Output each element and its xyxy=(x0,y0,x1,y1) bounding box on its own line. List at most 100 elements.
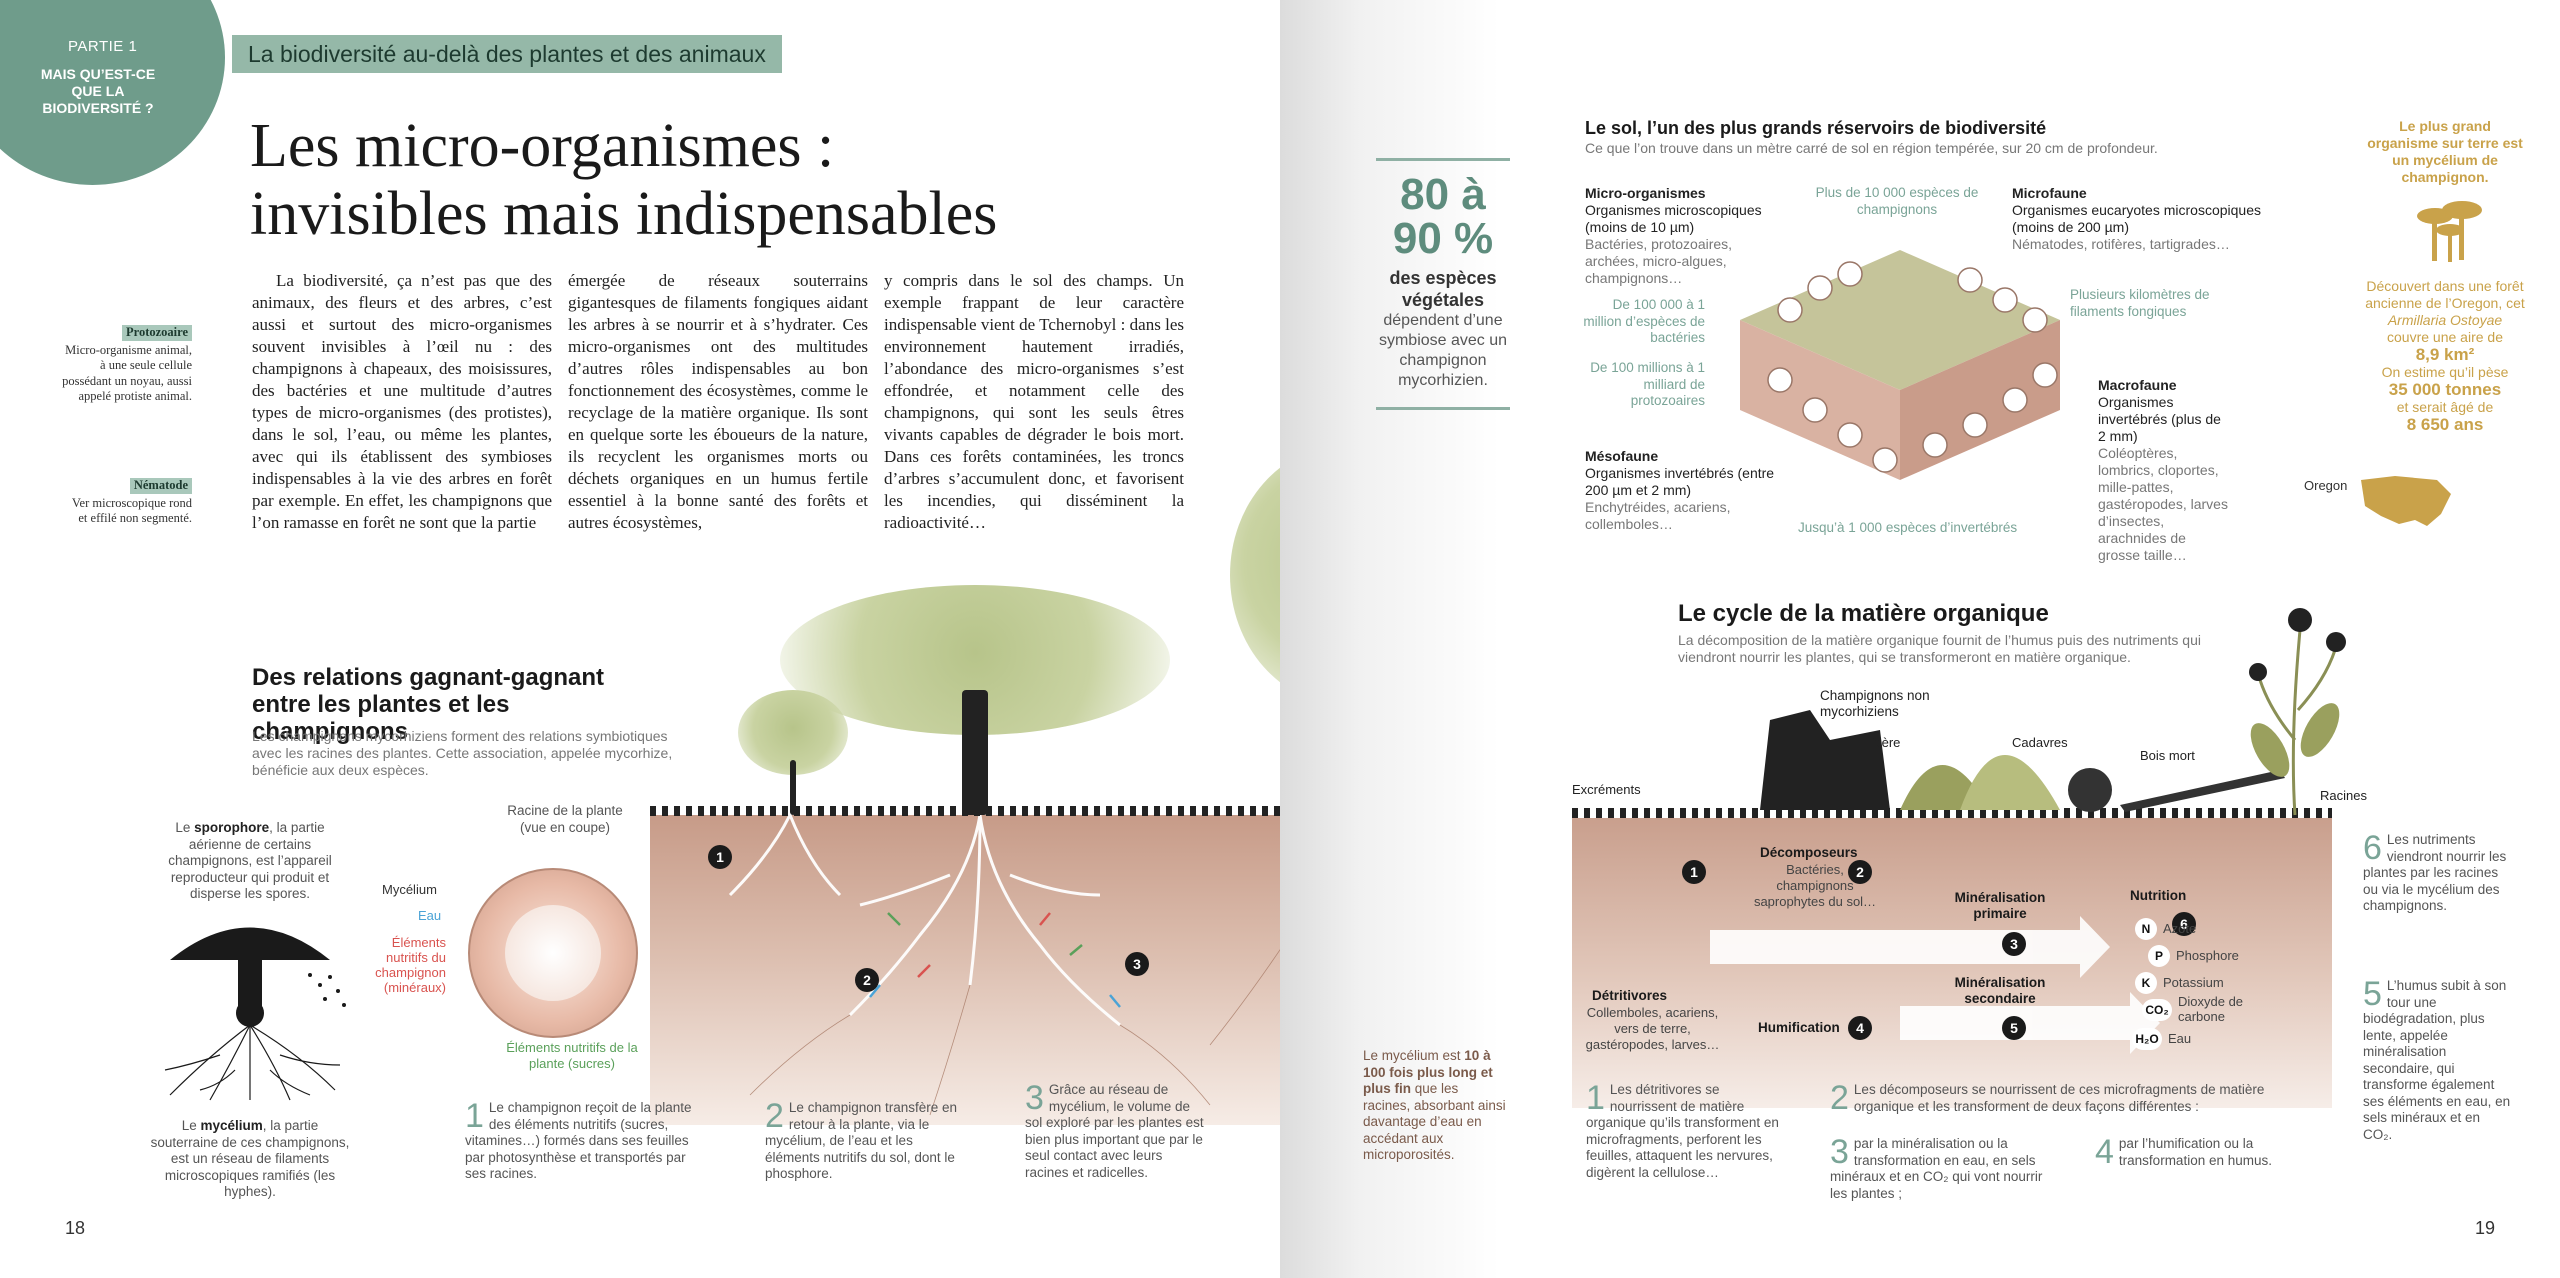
glossary-def: Micro-organisme animal, à une seule cell… xyxy=(62,342,192,404)
label-humification: Humification xyxy=(1758,1020,1840,1035)
label-corpses: Cadavres xyxy=(2012,735,2068,750)
oregon-age: 8 650 ans xyxy=(2406,415,2484,434)
page-number-left: 18 xyxy=(65,1218,86,1238)
step-number: 3 xyxy=(1025,1079,1044,1117)
glossary-def: Ver microscopique rond et effilé non seg… xyxy=(71,495,192,526)
step-text: par l’humification ou la transformation … xyxy=(2118,1136,2272,1168)
oregon-map-label: Oregon xyxy=(2304,478,2348,493)
cycle-marker-2: 2 xyxy=(1848,860,1872,884)
step-text: Les décomposeurs se nourrissent de ces m… xyxy=(1853,1082,2265,1114)
label-fungi: Champignons non mycorhiziens xyxy=(1820,688,1930,719)
nutrient-h2o-name: Eau xyxy=(2168,1031,2192,1046)
note-text: Le mycélium est xyxy=(1363,1048,1465,1063)
note-bold: 10 à 100 fois plus long et plus fin xyxy=(1363,1048,1493,1096)
sporophore-term: sporophore xyxy=(194,820,270,835)
page-number-right: 19 xyxy=(2475,1218,2496,1238)
mesofauna-title: Mésofaune xyxy=(1585,448,1659,464)
nutrient-n-name: Azote xyxy=(2163,921,2197,936)
root-network xyxy=(728,815,1280,1116)
mesofauna-text: Organismes invertébrés (entre 200 µm et … xyxy=(1585,465,1775,498)
step-number: 1 xyxy=(465,1097,484,1135)
bacteria-note: De 100 000 à 1 million d’espèces de bact… xyxy=(1583,297,1705,345)
cycle-marker-1: 1 xyxy=(1682,860,1706,884)
mushroom-illustration xyxy=(164,927,346,1101)
body-column-2: émergée de réseaux souterrains gigantesq… xyxy=(568,271,868,532)
mycelium-term: mycélium xyxy=(200,1118,263,1133)
nutrient-h2o: H₂O xyxy=(2132,1028,2162,1050)
protozoa-note: De 100 millions à 1 milliard de protozoa… xyxy=(1590,360,1705,408)
nutrient-co2: CO₂ xyxy=(2142,999,2172,1021)
label-plant-nutrients: Éléments nutritifs de la plante (sucres) xyxy=(506,1040,638,1071)
oregon-area: 8,9 km² xyxy=(2415,345,2475,364)
tree-trunk xyxy=(962,690,988,815)
title-line-1: Les micro-organismes : xyxy=(250,112,835,180)
caption-text: , la partie souterraine de ces champigno… xyxy=(150,1118,350,1199)
note-text: que les racines, absorbant ainsi davanta… xyxy=(1363,1081,1506,1162)
caption-text: Le xyxy=(181,1118,201,1133)
step-text: Les nutriments viendront nourrir les pla… xyxy=(2363,832,2507,913)
mesofauna-examples: Enchytréides, acariens, collemboles… xyxy=(1585,499,1731,532)
oregon-weight: 35 000 tonnes xyxy=(2388,380,2502,399)
label-roots: Racines xyxy=(2320,788,2367,803)
step-text: Le champignon reçoit de la plante des él… xyxy=(465,1100,692,1181)
label-litter: Litière xyxy=(1865,735,1901,750)
root-section-title: Racine de la plante (vue en coupe) xyxy=(507,803,623,835)
label-water: Eau xyxy=(418,908,442,923)
cycle-subtitle: La décomposition de la matière organique… xyxy=(1678,632,2201,665)
step-text: Grâce au réseau de mycélium, le volume d… xyxy=(1025,1082,1204,1180)
flowering-plant-illustration xyxy=(2249,608,2346,816)
label-secondary: Minéralisation secondaire xyxy=(1954,975,2046,1006)
right-page: 80 à 90 % des espèces végétales dépenden… xyxy=(1280,0,2560,1278)
relations-title: Des relations gagnant-gagnant entre les … xyxy=(252,664,672,745)
invertebrates-note: Jusqu’à 1 000 espèces d’invertébrés xyxy=(1798,520,2018,535)
step-number: 2 xyxy=(765,1097,784,1135)
usa-map-icon xyxy=(2361,476,2451,526)
macrofauna-title: Macrofaune xyxy=(2098,377,2177,393)
small-tree-trunk xyxy=(790,760,796,815)
mushroom-cluster-icon xyxy=(2417,201,2482,262)
step-text: Le champignon transfère en retour à la p… xyxy=(765,1100,958,1181)
surface-debris-illustration xyxy=(1760,710,2285,812)
cycle-marker-4: 4 xyxy=(1848,1016,1872,1040)
marker-2: 2 xyxy=(855,968,879,992)
caption-text: Le xyxy=(175,820,195,835)
label-primary: Minéralisation primaire xyxy=(1954,890,2046,921)
macrofauna-examples: Coléoptères, lombrics, cloportes, mille-… xyxy=(2098,445,2228,563)
label-deadwood: Bois mort xyxy=(2140,748,2195,763)
marker-1: 1 xyxy=(708,845,732,869)
cycle-title: Le cycle de la matière organique xyxy=(1678,600,2049,627)
oregon-species: Armillaria Ostoyae xyxy=(2387,312,2503,328)
micro-examples: Bactéries, protozoaires, archées, micro-… xyxy=(1585,236,1733,286)
mushroom-base xyxy=(236,999,264,1027)
label-nutrition: Nutrition xyxy=(2130,888,2187,903)
cycle-marker-5: 5 xyxy=(2002,1016,2026,1040)
hyphae-network xyxy=(164,1024,341,1101)
litter-leaf-2 xyxy=(1960,755,2060,810)
step-number: 6 xyxy=(2363,829,2382,867)
micro-organisms-block: Micro-organismes Organismes microscopiqu… xyxy=(1585,185,1785,287)
nutrient-n: N xyxy=(2135,918,2157,940)
step-text: par la minéralisation ou la transformati… xyxy=(1830,1136,2043,1201)
root-cross-section xyxy=(468,868,638,1038)
relations-title-line-1: Des relations gagnant-gagnant xyxy=(252,664,605,691)
micro-title: Micro-organismes xyxy=(1585,185,1706,201)
dead-stump xyxy=(1760,710,1890,810)
stat-number-2: 90 % xyxy=(1392,214,1494,263)
nutrient-k: K xyxy=(2135,972,2157,994)
glossary-term: Protozoaire xyxy=(121,325,192,341)
label-fungal-nutrients: Éléments nutritifs du champignon (minéra… xyxy=(375,935,446,995)
soil-subtitle: Ce que l’on trouve dans un mètre carré d… xyxy=(1585,140,2158,156)
mycelium-note: Le mycélium est 10 à 100 fois plus long … xyxy=(1363,1048,1508,1164)
microfauna-examples: Nématodes, rotifères, tartigrades… xyxy=(2012,236,2230,252)
cycle-marker-6: 6 xyxy=(2172,912,2196,936)
cycle-marker-3: 3 xyxy=(2002,932,2026,956)
step-text: L’humus subit à son tour une biodégradat… xyxy=(2363,978,2511,1142)
stat-mycorrhizal: 80 à 90 % des espèces végétales dépenden… xyxy=(1376,158,1510,410)
glossary-nematode: Nématode Ver microscopique rond et effil… xyxy=(62,478,192,527)
body-column-3: y compris dans le sol des champs. Un exe… xyxy=(884,271,1184,532)
